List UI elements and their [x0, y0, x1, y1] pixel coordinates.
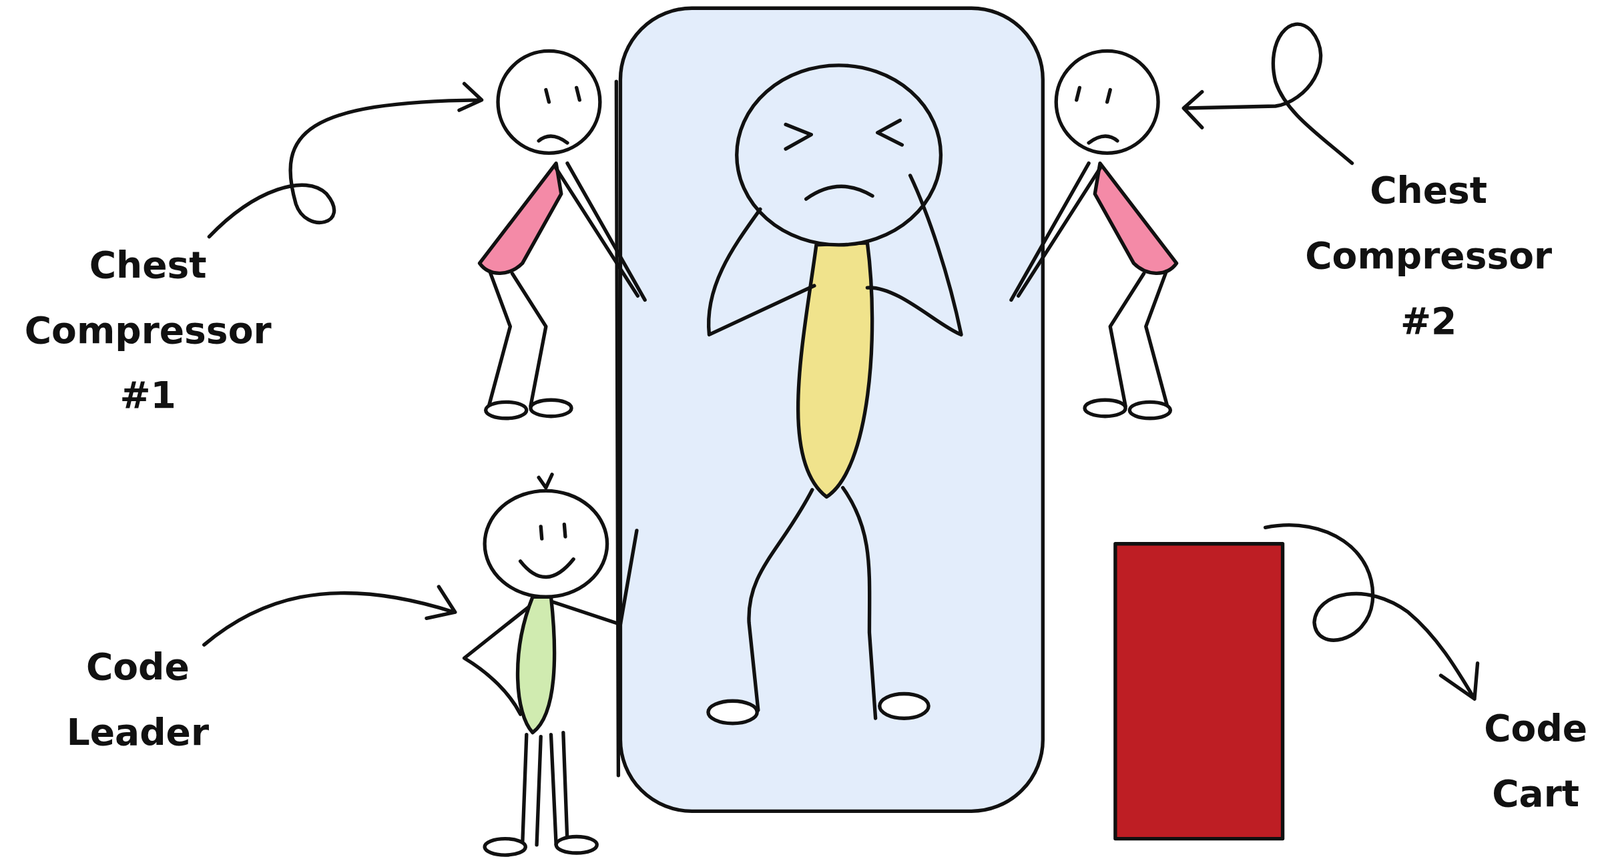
hospital-bed: [620, 8, 1043, 812]
callout-label: Chest Compressor #1: [0, 232, 296, 430]
leader-foot: [556, 837, 597, 854]
leader-figure: [464, 474, 637, 856]
compressor-figure: [1011, 50, 1177, 418]
leader-hair: [538, 474, 553, 488]
leader-arm: [553, 530, 637, 625]
compressor-head: [1055, 50, 1159, 153]
compressor-body: [479, 163, 561, 274]
leader-smile: [520, 559, 574, 578]
leader-arrow: [204, 586, 456, 645]
patient-head: [736, 65, 942, 245]
compressor-foot: [1129, 401, 1171, 418]
compressor-foot: [485, 401, 527, 418]
compressor-legs: [1110, 271, 1169, 411]
compressor-arms: [556, 163, 645, 301]
code-cart-box: [1115, 544, 1283, 840]
patient-mouth: [806, 186, 873, 199]
compressor-foot: [1084, 399, 1126, 416]
compressor-legs: [487, 271, 547, 411]
patient-body: [798, 242, 873, 498]
compressor-eyes: [546, 87, 580, 102]
callout-label: Chest Compressor #2: [1280, 158, 1577, 355]
compressor-mouth: [538, 136, 568, 143]
patient-foot: [708, 700, 757, 724]
patient-figure: [708, 65, 962, 724]
patient-foot: [879, 694, 929, 719]
leader-head: [484, 490, 607, 597]
patient-leg: [843, 487, 876, 719]
compressor-foot: [530, 399, 572, 416]
patient-eye: [785, 124, 812, 150]
leader-arrow: [1183, 24, 1352, 163]
compressor-figure: [479, 50, 645, 418]
leader-arrow: [1265, 525, 1478, 699]
leader-arrow: [208, 83, 482, 237]
leader-arm: [464, 607, 529, 715]
patient-arm: [867, 175, 962, 335]
compressor-head: [497, 50, 601, 153]
leader-eyes: [540, 524, 566, 539]
patient-eye: [877, 120, 903, 145]
compressor-body: [1094, 163, 1177, 274]
patient-leg: [748, 489, 813, 711]
callout-label: Code Leader: [40, 634, 235, 766]
leader-legs: [522, 732, 568, 846]
callout-label: Code Cart: [1459, 696, 1600, 828]
leader-body: [517, 596, 555, 733]
compressor-eyes: [1076, 87, 1111, 102]
compressor-mouth: [1088, 136, 1118, 143]
bed-edge-line: [616, 81, 619, 776]
leader-foot: [484, 839, 526, 856]
compressor-arms: [1011, 163, 1101, 301]
patient-arm: [708, 208, 815, 335]
